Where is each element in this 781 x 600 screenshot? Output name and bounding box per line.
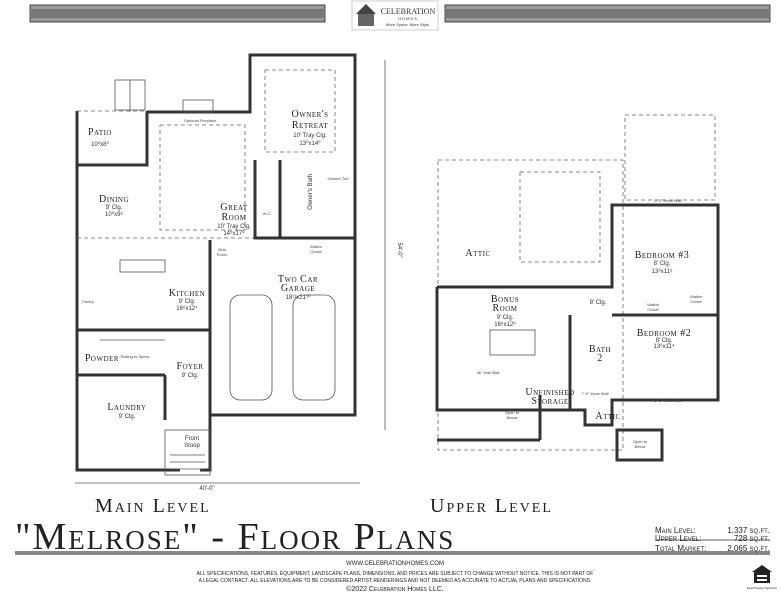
total-sqft-value: 2,065 sq.ft.	[727, 544, 770, 553]
svg-text:HOMES: HOMES	[398, 16, 418, 21]
svg-text:Closet: Closet	[310, 249, 322, 254]
svg-text:Bath: Bath	[589, 344, 611, 355]
page-title: "Melrose" - Floor Plans	[15, 516, 456, 558]
svg-text:14⁵x17⁸: 14⁵x17⁸	[223, 230, 245, 237]
svg-text:13⁶x11⁴: 13⁶x11⁴	[654, 343, 675, 350]
svg-text:Great: Great	[220, 202, 247, 213]
svg-text:13⁸x11⁸: 13⁸x11⁸	[652, 268, 673, 275]
svg-text:Room: Room	[221, 212, 246, 223]
svg-text:9' Clg.: 9' Clg.	[106, 205, 123, 211]
svg-text:CELEBRATION: CELEBRATION	[381, 7, 436, 16]
svg-text:Garden Tub: Garden Tub	[327, 176, 349, 181]
main-level-title: Main Level	[95, 495, 211, 517]
svg-text:Laundry: Laundry	[107, 402, 146, 413]
svg-text:Stoop: Stoop	[184, 443, 200, 449]
upper-sqft-label: Upper Level:	[655, 534, 702, 543]
svg-text:9' Clg.: 9' Clg.	[119, 414, 136, 420]
svg-text:16⁶x12⁴: 16⁶x12⁴	[176, 305, 198, 312]
svg-text:Two Car: Two Car	[278, 274, 318, 285]
disclaimer-line-1: All specifications, features, equipment,…	[196, 571, 594, 577]
svg-text:Attic: Attic	[465, 248, 490, 259]
svg-text:7'-0" Knee Wall: 7'-0" Knee Wall	[581, 391, 608, 396]
svg-text:13⁰x14⁰: 13⁰x14⁰	[299, 140, 321, 147]
svg-text:Front: Front	[185, 436, 199, 442]
svg-text:Storage: Storage	[531, 396, 568, 407]
svg-text:Owner's Bath: Owner's Bath	[308, 174, 314, 210]
disclaimer-line-2: a legal contract. All elevations are to …	[198, 578, 592, 584]
svg-text:Bonus: Bonus	[491, 294, 519, 305]
svg-text:Optional Fireplace: Optional Fireplace	[184, 118, 217, 123]
svg-text:Retreat: Retreat	[292, 120, 328, 131]
svg-text:Powder: Powder	[85, 353, 119, 364]
svg-text:Closet: Closet	[690, 299, 702, 304]
svg-text:Dining: Dining	[99, 194, 129, 205]
svg-text:Bedroom #3: Bedroom #3	[635, 250, 690, 261]
main-level-labels: Patio 10⁰x8⁰ Owner's Retreat 10' Tray Cl…	[82, 109, 402, 492]
svg-text:6'-3" Knee Wall: 6'-3" Knee Wall	[654, 398, 681, 403]
svg-text:Walkin: Walkin	[647, 302, 659, 307]
svg-text:54'-0": 54'-0"	[396, 242, 402, 257]
main-sqft-value: 1,337 sq.ft.	[727, 526, 770, 535]
svg-text:Walkin: Walkin	[310, 244, 322, 249]
svg-text:Patio: Patio	[88, 127, 112, 138]
svg-text:Open to: Open to	[505, 410, 520, 415]
svg-text:Unfinished: Unfinished	[525, 387, 574, 398]
copyright: ©2022 Celebration Homes LLC.	[346, 586, 444, 593]
svg-text:10⁰x9⁸: 10⁰x9⁸	[105, 211, 123, 218]
svg-text:Attic: Attic	[595, 411, 620, 422]
svg-text:8' Clg.: 8' Clg.	[654, 261, 671, 267]
svg-text:Mud: Mud	[218, 247, 226, 252]
header-bar-right-inner	[445, 9, 770, 18]
svg-text:Below: Below	[635, 444, 646, 449]
upper-level-plan	[435, 114, 720, 462]
svg-text:More Space. More Style.: More Space. More Style.	[386, 22, 430, 27]
svg-text:16⁸x12⁸: 16⁸x12⁸	[494, 321, 516, 328]
svg-text:Closet: Closet	[647, 307, 659, 312]
svg-text:Bedroom #2: Bedroom #2	[637, 328, 692, 339]
svg-text:9' Clg.: 9' Clg.	[179, 299, 196, 305]
svg-text:8' Clg.: 8' Clg.	[590, 300, 607, 306]
svg-text:8' Clg.: 8' Clg.	[656, 338, 673, 344]
svg-text:W.C.: W.C.	[263, 211, 272, 216]
sqft-table: Main Level: 1,337 sq.ft. Upper Level: 728 …	[655, 526, 770, 554]
total-sqft-label: Total Market:	[655, 544, 707, 553]
svg-text:10' Tray Clg.: 10' Tray Clg.	[293, 133, 327, 139]
main-level-plan	[75, 53, 386, 484]
svg-text:18¹¹x21¹⁰: 18¹¹x21¹⁰	[286, 294, 311, 301]
svg-text:40'-0": 40'-0"	[199, 486, 214, 492]
svg-text:9' Clg.: 9' Clg.	[182, 373, 199, 379]
celebration-homes-logo: CELEBRATION HOMES More Space. More Style…	[351, 0, 439, 31]
svg-text:Equal Housing Opportunity: Equal Housing Opportunity	[747, 587, 778, 590]
svg-text:2: 2	[597, 353, 603, 364]
svg-text:10⁰x8⁰: 10⁰x8⁰	[91, 141, 109, 148]
svg-text:6'-3" Knee Wall: 6'-3" Knee Wall	[654, 198, 681, 203]
svg-text:Below: Below	[507, 415, 518, 420]
svg-text:Railing to Specs: Railing to Specs	[121, 354, 150, 359]
svg-text:Room: Room	[217, 252, 228, 257]
svg-text:Foyer: Foyer	[176, 361, 203, 372]
upper-level-title: Upper Level	[430, 495, 553, 517]
svg-text:Kitchen: Kitchen	[169, 288, 205, 299]
svg-text:9' Clg.: 9' Clg.	[497, 315, 514, 321]
svg-text:10' Tray Clg.: 10' Tray Clg.	[217, 224, 251, 230]
main-sqft-label: Main Level:	[655, 526, 696, 535]
svg-text:Walkin: Walkin	[690, 294, 702, 299]
svg-text:Pantry: Pantry	[82, 299, 94, 304]
footer-divider	[15, 551, 770, 555]
svg-text:Room: Room	[492, 303, 517, 314]
svg-text:Open to: Open to	[633, 439, 648, 444]
svg-text:36" Half Wall: 36" Half Wall	[477, 370, 500, 375]
upper-sqft-value: 728 sq.ft.	[733, 534, 770, 543]
upper-level-labels: Attic 6'-3" Knee Wall Bedroom #3 8' Clg.…	[465, 198, 702, 449]
website-link[interactable]: www.celebrationhomes.com	[346, 561, 444, 567]
header-bar-left-inner	[30, 9, 325, 18]
svg-text:Owner's: Owner's	[291, 109, 328, 120]
svg-text:Garage: Garage	[281, 283, 315, 294]
equal-housing-icon: Equal Housing Opportunity	[747, 565, 778, 590]
